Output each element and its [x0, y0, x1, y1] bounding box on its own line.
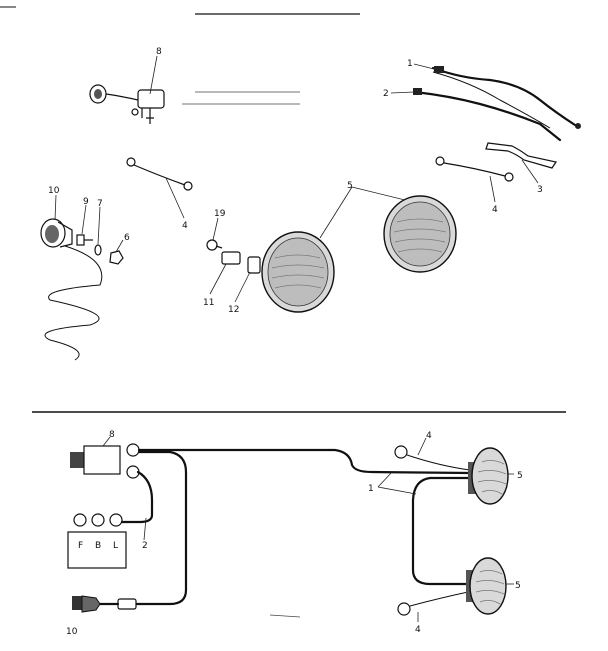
terminal-label-f: F [78, 541, 83, 551]
wire-1-main [137, 448, 472, 475]
schematic-ground-lower [397, 591, 469, 616]
callout-12: 12 [228, 305, 239, 315]
callout-8: 8 [156, 47, 162, 57]
schematic-callout-10: 10 [66, 627, 78, 637]
inline-connector [117, 598, 137, 610]
part-1-harness [431, 66, 581, 129]
schematic-callout-4-upper: 4 [426, 431, 432, 441]
terminal-label-b: B [95, 541, 101, 551]
callout-4-right: 4 [492, 205, 498, 215]
callout-10: 10 [48, 186, 60, 196]
callout-7: 7 [97, 199, 103, 209]
schematic-switch-8 [70, 443, 140, 479]
schematic-lamp-5-lower [466, 557, 507, 615]
schematic-callout-5-upper: 5 [517, 471, 523, 481]
callout-11: 11 [203, 298, 214, 308]
schematic-lamp-10 [72, 595, 101, 613]
part-11-bracket [221, 251, 241, 265]
schematic-callout-5-lower: 5 [515, 581, 521, 591]
leader-lines [54, 55, 539, 622]
schematic-terminal-block [67, 513, 127, 569]
part-2-wire [413, 88, 562, 142]
callout-4-left: 4 [182, 221, 188, 231]
part-6-nut [109, 250, 124, 265]
schematic-callout-2: 2 [142, 541, 148, 551]
callout-3: 3 [537, 185, 543, 195]
part-19-bolt [206, 239, 223, 251]
callout-5: 5 [347, 181, 353, 191]
callout-9: 9 [83, 197, 89, 207]
scan-line [269, 614, 301, 618]
callout-19: 19 [214, 209, 226, 219]
part-8-switch [89, 84, 165, 124]
part-4-ground-wire-right [435, 156, 514, 182]
wire-1-down [411, 476, 472, 586]
part-5-lamp-left [261, 231, 335, 313]
part-7-washer [94, 244, 102, 256]
part-4-ground-wire-left [126, 157, 193, 191]
part-3-strap [485, 142, 557, 169]
schematic-callout-1: 1 [368, 484, 374, 494]
schematic-lamp-5-upper [468, 447, 509, 505]
schematic-callout-4-lower: 4 [415, 625, 421, 635]
callout-2: 2 [383, 89, 389, 99]
schematic-callout-8: 8 [109, 430, 115, 440]
terminal-label-l: L [113, 541, 118, 551]
part-10-lamp [40, 218, 103, 361]
wire-to-lamp-10 [133, 450, 188, 606]
schematic-ground-upper [394, 445, 471, 471]
callout-6: 6 [124, 233, 130, 243]
wire-2 [120, 470, 154, 524]
part-5-lamp-right [383, 195, 457, 273]
part-12-clip [247, 256, 261, 274]
callout-1: 1 [407, 59, 413, 69]
part-9-screw [76, 234, 93, 246]
